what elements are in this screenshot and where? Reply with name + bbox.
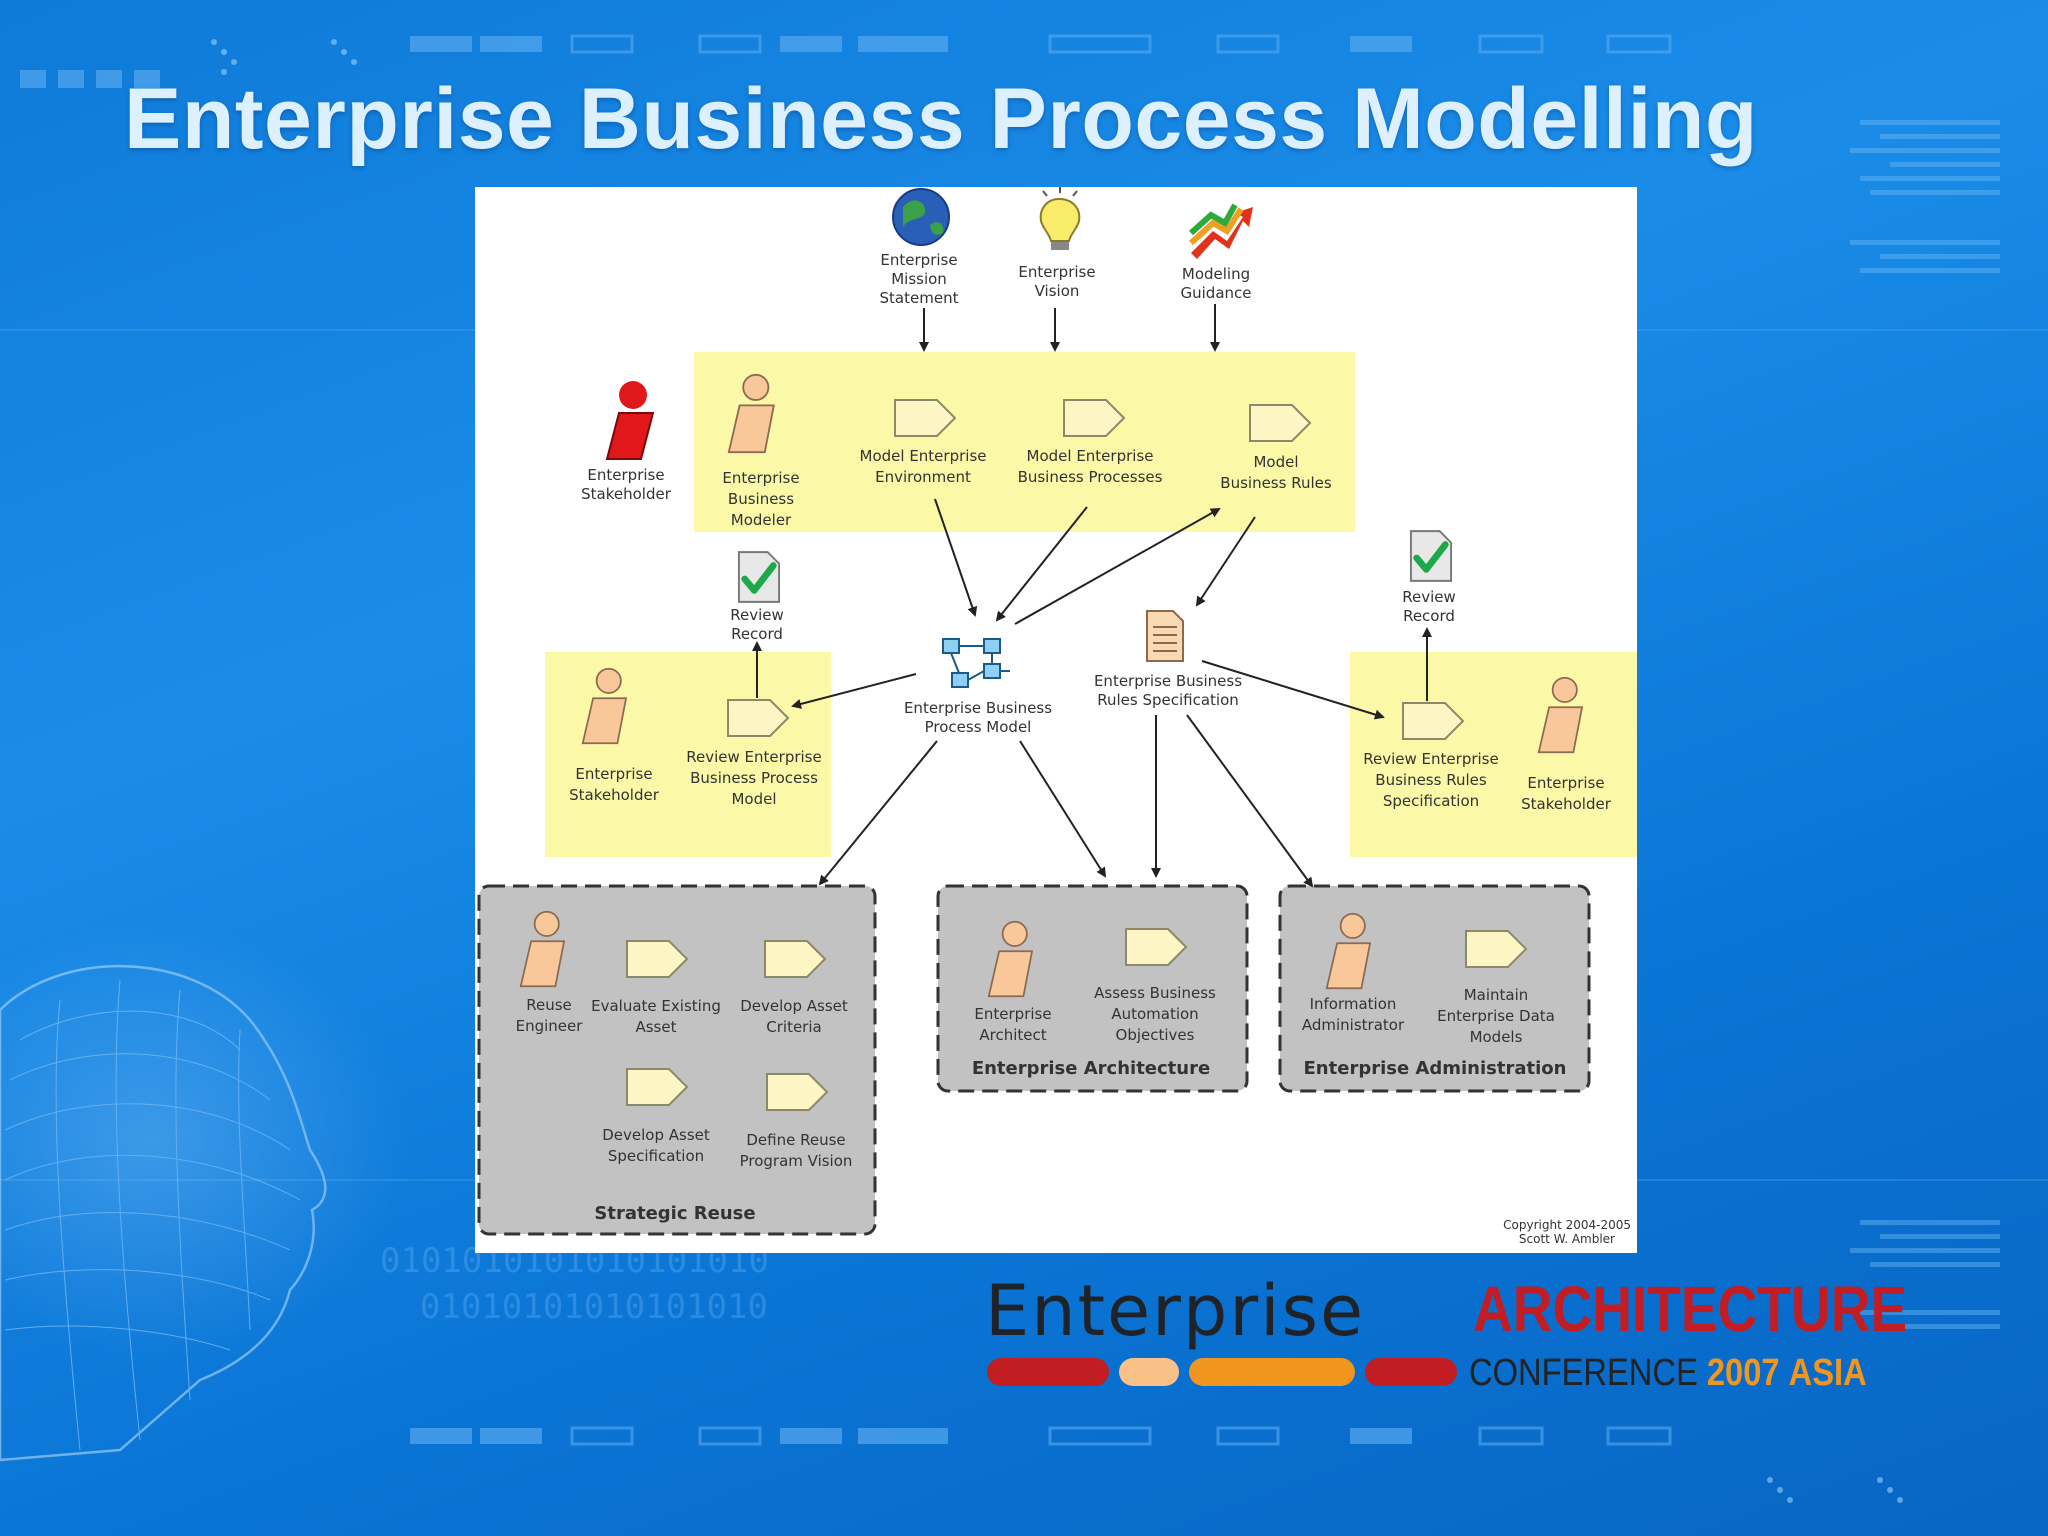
process-model-icon bbox=[942, 638, 1010, 688]
strategic-reuse-group bbox=[477, 884, 877, 1236]
logo-architecture: ARCHITECTURE bbox=[1473, 1273, 1908, 1345]
logo-color-bars bbox=[987, 1358, 1457, 1386]
logo-region: ASIA bbox=[1788, 1352, 1867, 1394]
enterprise-administration-title: Enterprise Administration bbox=[1304, 1058, 1567, 1079]
rules-spec-document-icon bbox=[1146, 610, 1184, 662]
svg-text:01010101010101010: 01010101010101010 bbox=[420, 1287, 768, 1327]
logo-conference-line: CONFERENCE 2007 ASIA bbox=[1469, 1352, 1867, 1395]
left-review-group bbox=[545, 652, 831, 857]
logo-conference: CONFERENCE bbox=[1469, 1352, 1698, 1394]
logo-wordmark: Enterprise bbox=[985, 1270, 1366, 1352]
review-record-right-icon bbox=[1411, 531, 1451, 581]
guidance-arrow-icon bbox=[1188, 203, 1253, 259]
conference-logo: Enterprise ARCHITECTURE CONFERENCE 2007 … bbox=[985, 1270, 1907, 1398]
enterprise-architecture-title: Enterprise Architecture bbox=[972, 1058, 1210, 1079]
strategic-reuse-title: Strategic Reuse bbox=[594, 1203, 755, 1224]
logo-year: 2007 bbox=[1706, 1352, 1780, 1394]
stakeholder-red-icon bbox=[605, 381, 655, 460]
top-activity-group bbox=[694, 352, 1355, 532]
review-record-left-icon bbox=[739, 552, 779, 602]
lightbulb-icon bbox=[1039, 187, 1081, 250]
slide-title: Enterprise Business Process Modelling bbox=[124, 71, 1758, 167]
right-review-group bbox=[1350, 652, 1637, 857]
flow-arrows bbox=[752, 304, 1432, 888]
globe-icon bbox=[892, 188, 950, 246]
